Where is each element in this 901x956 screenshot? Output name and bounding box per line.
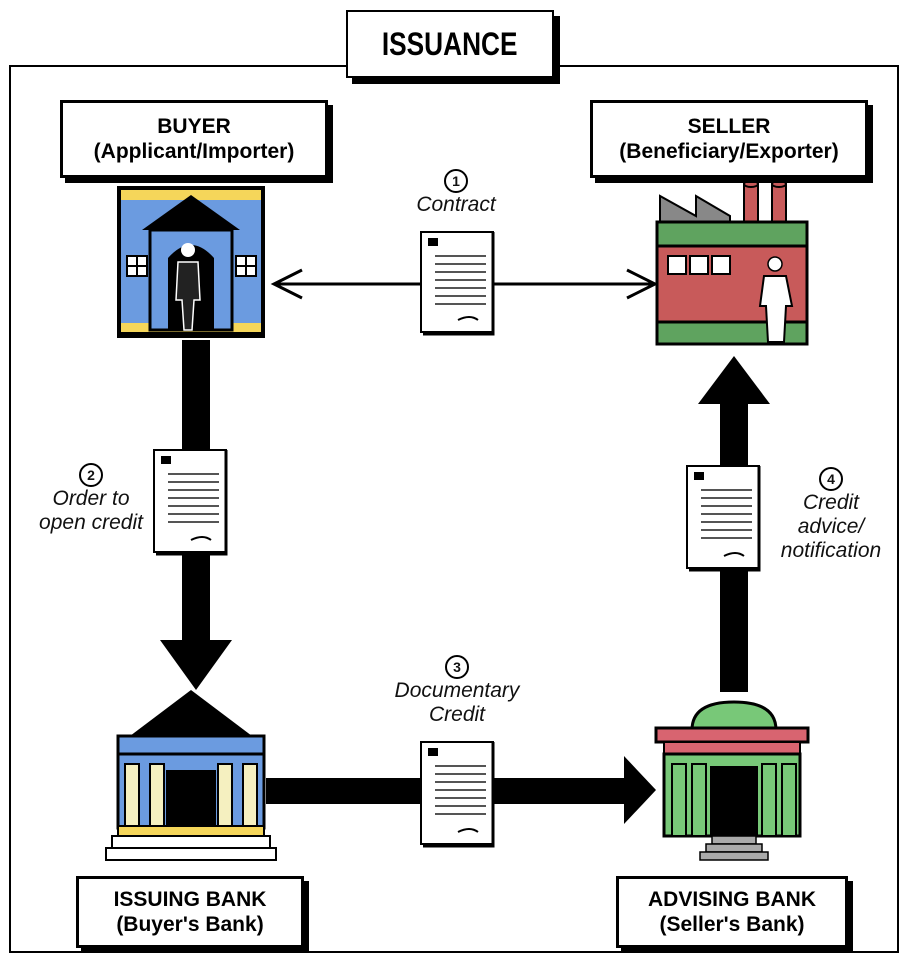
step-3-number: 3 xyxy=(445,655,469,679)
contract-document-icon xyxy=(420,231,495,336)
seller-label: SELLER (Beneficiary/Exporter) xyxy=(590,100,868,178)
step-4-line3: notification xyxy=(780,539,882,562)
seller-role: (Beneficiary/Exporter) xyxy=(619,140,839,163)
seller-factory xyxy=(655,180,809,346)
issuing-bank-name: ISSUING BANK xyxy=(113,888,267,911)
diagram-title: ISSUANCE xyxy=(382,25,518,62)
step-4-number: 4 xyxy=(819,467,843,491)
step-2-line2: open credit xyxy=(39,511,143,534)
buyer-name: BUYER xyxy=(157,115,231,138)
advising-bank-name: ADVISING BANK xyxy=(647,888,816,911)
step-2-number: 2 xyxy=(79,463,103,487)
order-document-icon xyxy=(153,449,228,556)
buyer-label: BUYER (Applicant/Importer) xyxy=(60,100,328,178)
step-2-caption: 2 Order to open credit xyxy=(24,462,158,535)
seller-name: SELLER xyxy=(687,115,771,138)
advising-bank-building xyxy=(654,700,810,861)
step-3-line1: Documentary xyxy=(394,679,520,702)
issuing-bank-label: ISSUING BANK (Buyer's Bank) xyxy=(76,876,304,948)
step-1-caption: 1 Contract xyxy=(386,168,526,217)
issuing-bank-role: (Buyer's Bank) xyxy=(116,913,264,936)
issuing-bank-building xyxy=(105,690,277,861)
documentary-credit-document-icon xyxy=(420,741,495,848)
buyer-building xyxy=(117,186,265,338)
step-2-line1: Order to xyxy=(52,487,130,510)
step-1-number: 1 xyxy=(444,169,468,193)
advising-bank-role: (Seller's Bank) xyxy=(659,913,805,936)
step-4-caption: 4 Credit advice/ notification xyxy=(764,466,898,563)
step-4-line2: advice/ xyxy=(797,515,865,538)
buyer-role: (Applicant/Importer) xyxy=(93,140,295,163)
step-1-line1: Contract xyxy=(416,193,496,216)
advising-bank-label: ADVISING BANK (Seller's Bank) xyxy=(616,876,848,948)
step-4-line1: Credit xyxy=(802,491,860,514)
title-box: ISSUANCE xyxy=(346,10,554,78)
advice-document-icon xyxy=(686,465,761,572)
step-3-line2: Credit xyxy=(428,703,486,726)
step-3-caption: 3 Documentary Credit xyxy=(370,654,544,727)
